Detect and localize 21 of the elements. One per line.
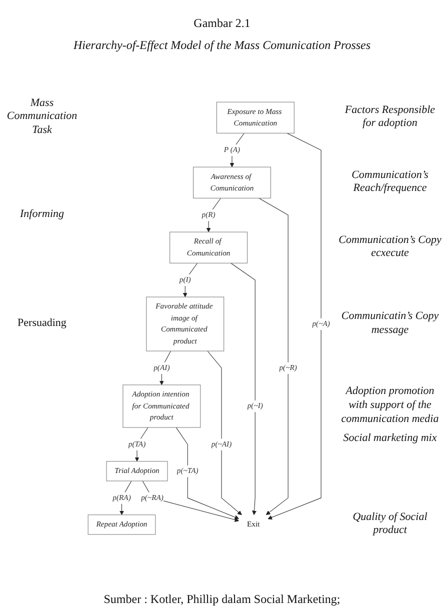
arrow <box>182 262 198 297</box>
factor-label: Adoption promotion with support of the communication media <box>340 385 440 427</box>
diagram-title: Hierarchy-of-Effect Model of the Mass Comunication Prosses <box>72 38 372 53</box>
stage-label: Informing <box>19 208 65 222</box>
column-heading: Mass Communication Task <box>6 96 78 138</box>
stage-label: Persuading <box>16 316 68 331</box>
source-caption: Sumber : Kotler, Phillip dalam Social Marketing; <box>102 592 342 607</box>
arrow <box>230 262 257 515</box>
factor-label: Communicatin’s Copy message <box>340 310 440 338</box>
column-heading: Factors Responsible for adoption <box>344 104 436 132</box>
factor-label: Communication’s Reach/frequence <box>350 168 430 196</box>
factor-label: Quality of Social product <box>352 510 428 538</box>
figure-number: Gambar 2.1 <box>192 16 252 31</box>
arrow <box>258 198 288 515</box>
arrow <box>207 350 242 515</box>
arrow <box>176 426 240 520</box>
arrow <box>142 480 240 522</box>
arrow <box>230 132 244 167</box>
arrow <box>268 132 322 520</box>
factor-label: Social marketing mix <box>342 432 438 446</box>
factor-label: Communication’s Copy ecxecute <box>338 234 442 262</box>
